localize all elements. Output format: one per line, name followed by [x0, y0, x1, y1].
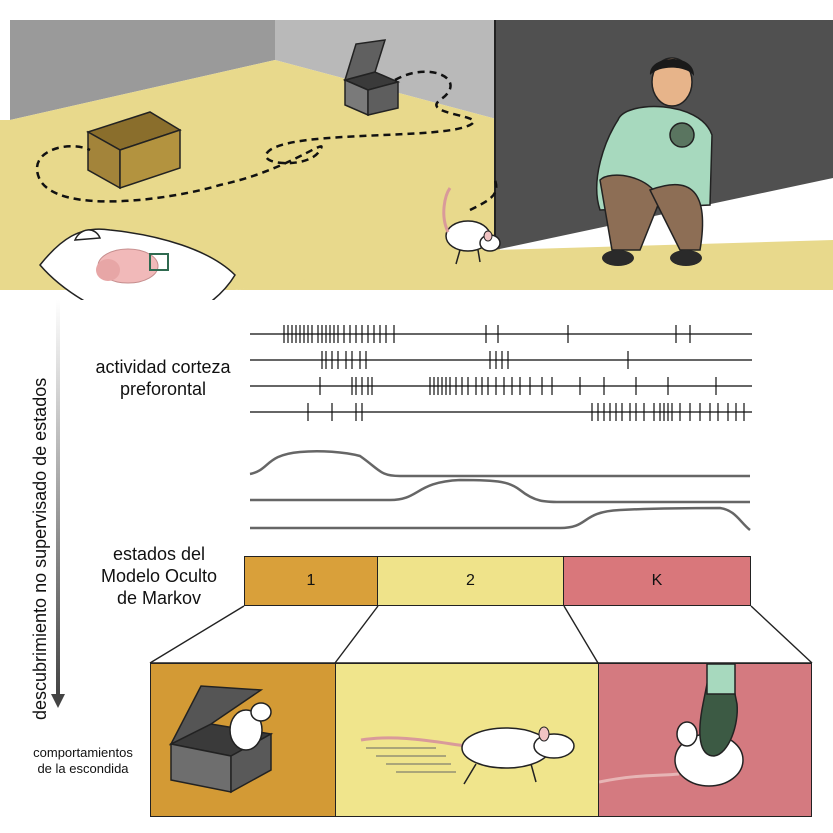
projection-lines: [149, 605, 813, 664]
hand-tickling-rat-icon: [599, 664, 744, 787]
behavior-panel-1: [150, 663, 336, 817]
left-wall: [10, 20, 275, 120]
rat-icon: [442, 187, 501, 265]
dashed-trajectory: [36, 70, 475, 203]
grey-box-icon: [342, 39, 401, 117]
person-icon: [596, 57, 713, 266]
state-2: 2: [377, 556, 564, 606]
behavior-panel-3: [598, 663, 812, 817]
state-curve-2: [250, 478, 750, 504]
arena-scene: [0, 20, 833, 300]
spike-raster: [249, 325, 752, 531]
pfc-activity-label: actividad corteza preforontal: [95, 357, 231, 399]
back-wall: [275, 20, 500, 120]
rat-in-box-icon: [168, 685, 274, 794]
running-rat-icon: [360, 726, 575, 785]
state-1: 1: [244, 556, 378, 606]
hmm-states-label: estados del Modelo Oculto de Markov: [100, 544, 218, 608]
behaviors-label: comportamientos de la escondida: [33, 745, 133, 776]
down-arrow-icon: [51, 300, 65, 708]
gloved-hand-icon: [669, 122, 695, 148]
brain-icon: [39, 228, 236, 300]
open-box-icon: [86, 111, 182, 190]
state-curve-1: [249, 449, 750, 478]
state-curve-k: [250, 506, 751, 531]
behavior-panel-2: [335, 663, 599, 817]
state-k: K: [563, 556, 751, 606]
